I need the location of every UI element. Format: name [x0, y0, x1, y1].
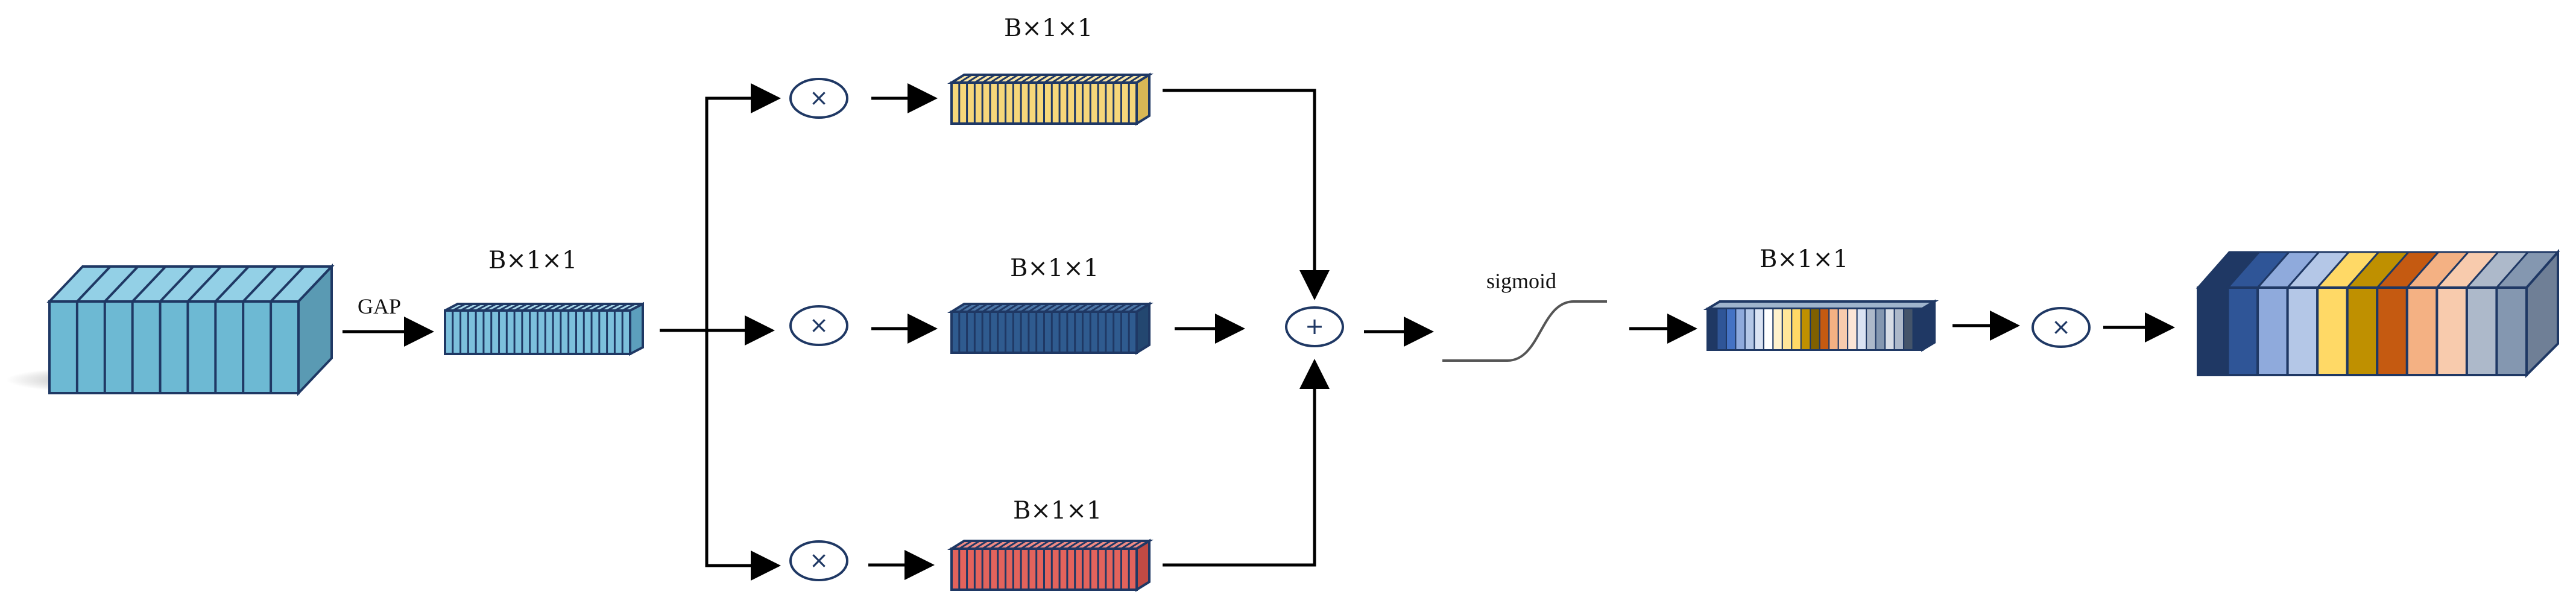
branch-mid-dim-label: B×1×1: [1010, 254, 1099, 282]
svg-text:+: +: [1305, 313, 1324, 339]
add-op: +: [1285, 306, 1344, 347]
multiply-op-bot: ×: [789, 540, 848, 581]
branch-top-vector: [947, 72, 1154, 126]
sigmoid-label: sigmoid: [1486, 269, 1556, 293]
branch-bot-dim-label: B×1×1: [1013, 497, 1102, 525]
svg-text:×: ×: [809, 84, 829, 111]
gap-vector: [444, 301, 644, 356]
sigmoid-curve: [1442, 300, 1607, 362]
branch-bot-vector: [947, 538, 1154, 592]
svg-text:×: ×: [809, 312, 829, 338]
branch-to-add-connectors: [1163, 89, 1330, 567]
attention-weight-vector: [1703, 299, 1939, 352]
gap-vector-dim-label: B×1×1: [488, 247, 577, 274]
svg-text:×: ×: [809, 547, 829, 573]
svg-text:×: ×: [2051, 314, 2071, 340]
gap-label: GAP: [358, 294, 401, 318]
branch-mid-vector: [947, 301, 1154, 355]
multiply-op-final: ×: [2031, 307, 2091, 348]
branch-top-dim-label: B×1×1: [1004, 14, 1093, 42]
input-feature-map: [6, 263, 335, 397]
branch-connectors: [660, 83, 781, 581]
weights-dim-label: B×1×1: [1760, 245, 1848, 273]
output-feature-map: [2196, 248, 2560, 378]
multiply-op-top: ×: [789, 78, 848, 119]
multiply-op-mid: ×: [789, 305, 848, 346]
